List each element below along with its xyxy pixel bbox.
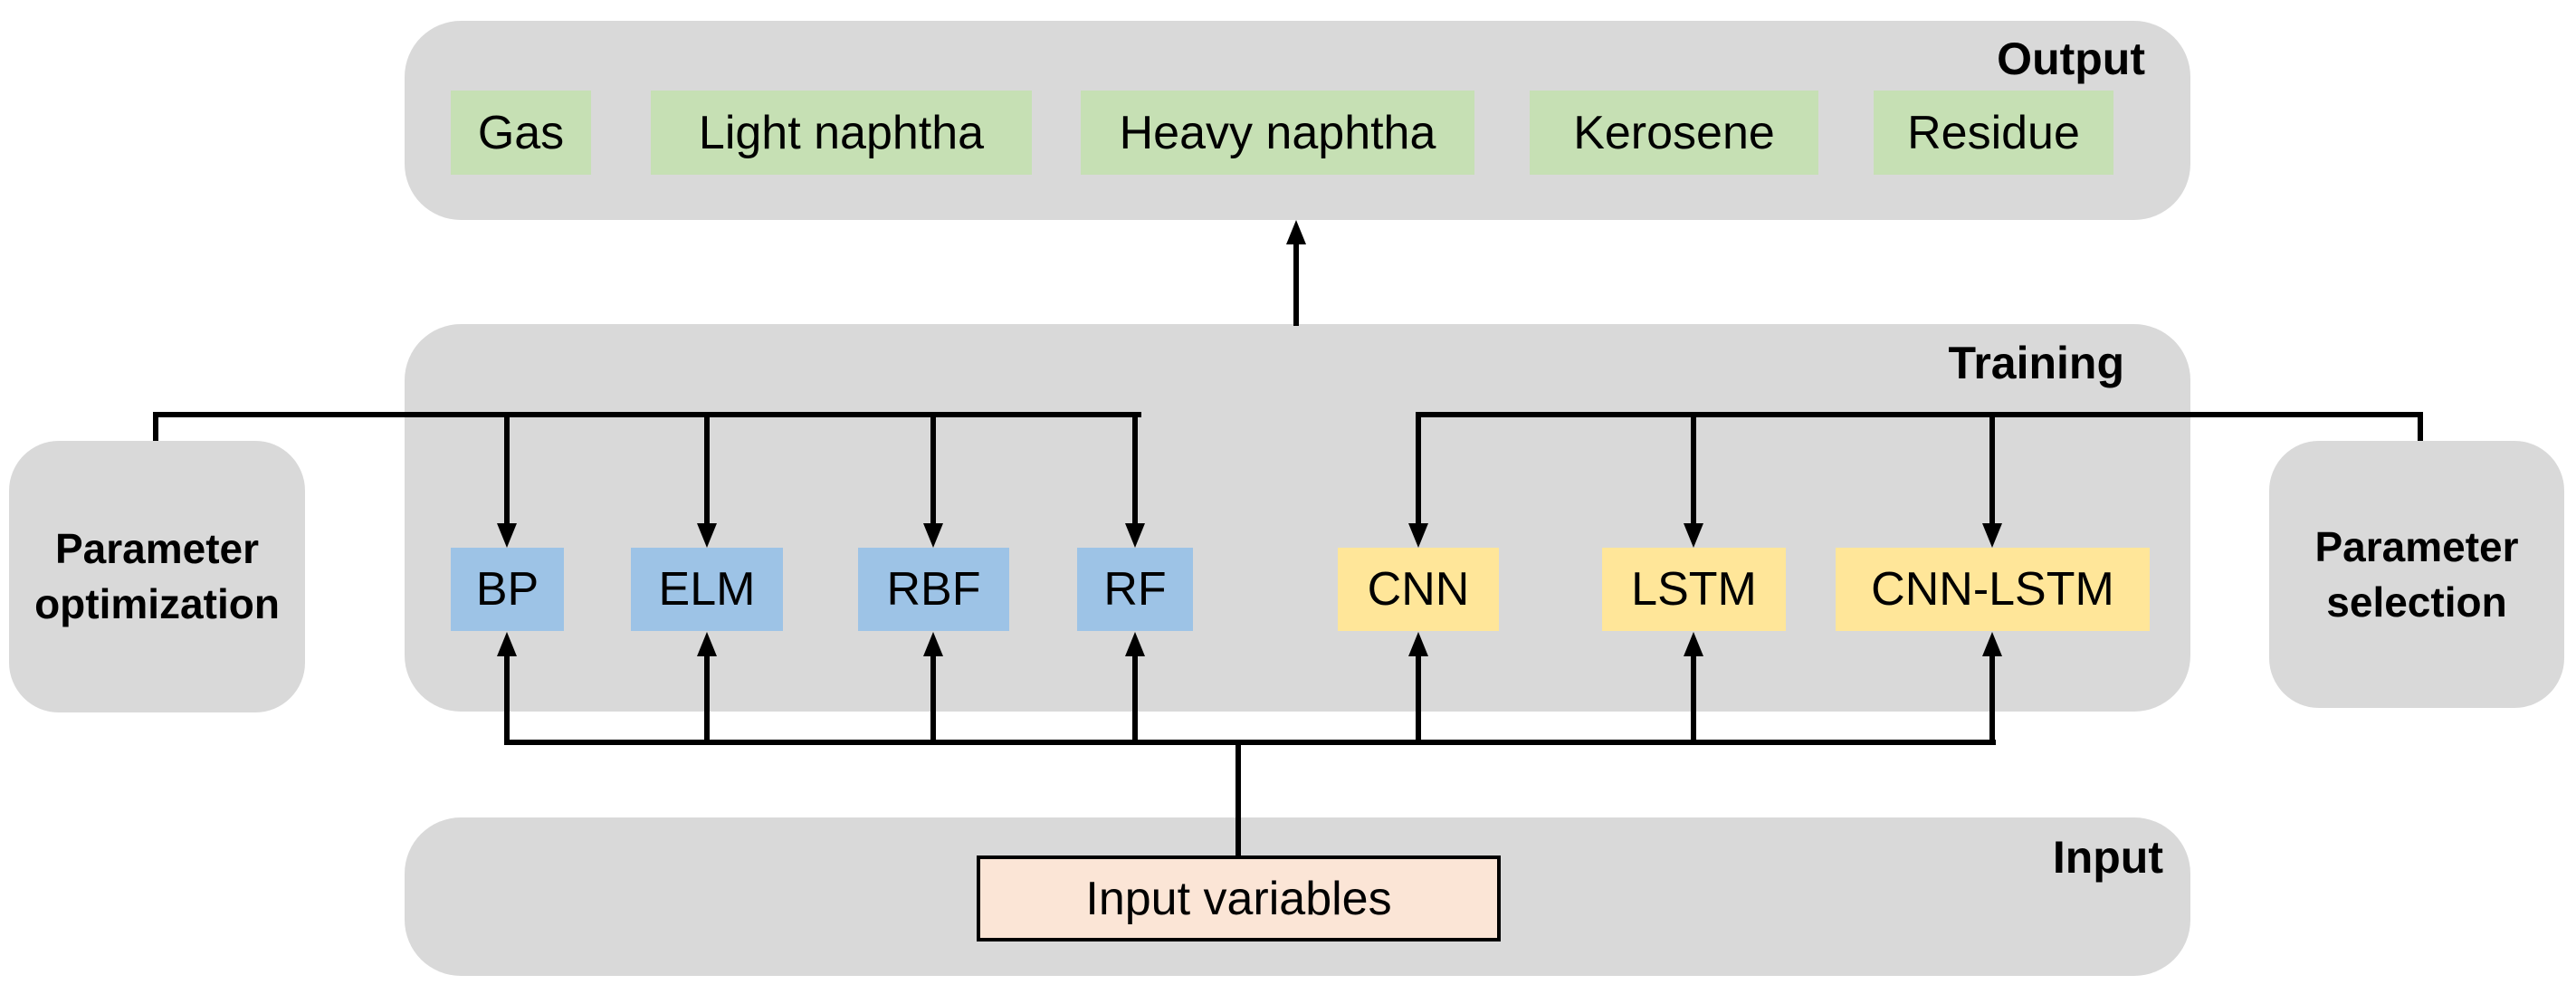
parameter-selection-box: Parameter selection — [2269, 441, 2564, 708]
drop-line-cnn — [1416, 417, 1421, 524]
training-panel-title: Training — [1948, 338, 2124, 388]
drop-line-bp — [504, 417, 510, 524]
up-arrow-lstm — [1684, 632, 1703, 656]
training-panel — [405, 324, 2190, 712]
model-box-cnn-lstm: CNN-LSTM — [1836, 548, 2150, 631]
input-drop-line — [1236, 742, 1241, 857]
up-arrow-elm — [697, 632, 717, 656]
right-feed-hline — [1416, 412, 2423, 417]
drop-arrow-bp — [497, 523, 517, 548]
left-feed-stub — [153, 412, 158, 443]
up-line-cnn — [1416, 655, 1421, 742]
drop-arrow-lstm — [1684, 523, 1703, 548]
up-line-rbf — [930, 655, 936, 742]
drop-line-rbf — [930, 417, 936, 524]
up-line-lstm — [1691, 655, 1696, 742]
drop-arrow-cnn — [1408, 523, 1428, 548]
drop-line-lstm — [1691, 417, 1696, 524]
output-box-light-naphtha: Light naphtha — [651, 91, 1032, 175]
up-arrow-bp — [497, 632, 517, 656]
model-box-lstm: LSTM — [1602, 548, 1786, 631]
drop-line-rf — [1132, 417, 1138, 524]
left-feed-hline — [153, 412, 1141, 417]
output-panel-title: Output — [1997, 33, 2145, 84]
up-arrow-cnn-lstm — [1982, 632, 2002, 656]
output-box-kerosene: Kerosene — [1530, 91, 1818, 175]
drop-arrow-cnn-lstm — [1982, 523, 2002, 548]
parameter-optimization-box: Parameter optimization — [9, 441, 305, 712]
right-feed-stub — [2418, 412, 2423, 443]
drop-arrow-rbf — [923, 523, 943, 548]
up-arrow-rbf — [923, 632, 943, 656]
input-collector-hline — [504, 740, 1996, 745]
up-line-bp — [504, 655, 510, 742]
model-box-cnn: CNN — [1338, 548, 1499, 631]
input-panel-title: Input — [2052, 832, 2163, 883]
model-box-rbf: RBF — [858, 548, 1009, 631]
drop-line-elm — [704, 417, 710, 524]
output-box-heavy-naphtha: Heavy naphtha — [1081, 91, 1474, 175]
up-arrow-rf — [1125, 632, 1145, 656]
model-box-bp: BP — [451, 548, 564, 631]
up-arrow-cnn — [1408, 632, 1428, 656]
drop-line-cnn-lstm — [1989, 417, 1995, 524]
output-box-gas: Gas — [451, 91, 591, 175]
training-to-output-line — [1293, 243, 1299, 326]
drop-arrow-elm — [697, 523, 717, 548]
up-line-rf — [1132, 655, 1138, 742]
model-box-elm: ELM — [631, 548, 783, 631]
training-to-output-arrow — [1286, 220, 1306, 244]
output-box-residue: Residue — [1874, 91, 2113, 175]
input-variables-box: Input variables — [977, 855, 1501, 941]
drop-arrow-rf — [1125, 523, 1145, 548]
model-box-rf: RF — [1077, 548, 1193, 631]
up-line-cnn-lstm — [1989, 655, 1995, 742]
up-line-elm — [704, 655, 710, 742]
